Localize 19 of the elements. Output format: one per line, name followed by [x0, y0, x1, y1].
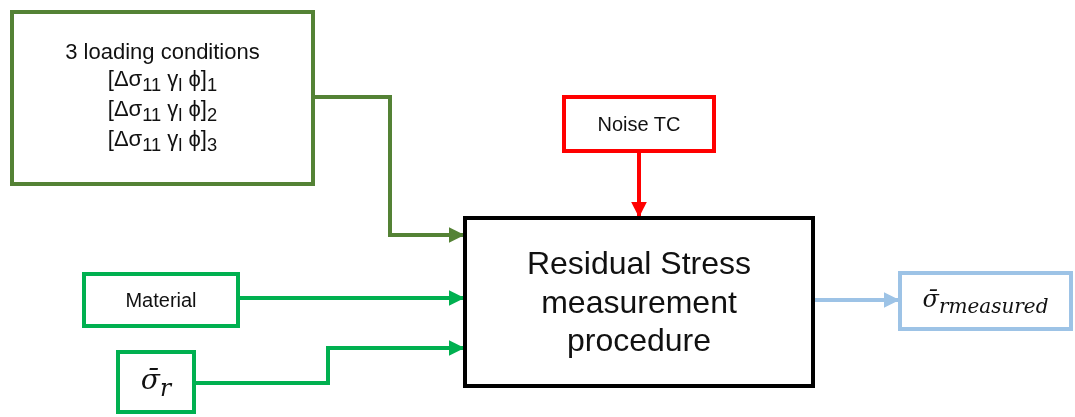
input-box — [10, 10, 315, 186]
arrow — [240, 290, 465, 306]
input-box — [116, 350, 196, 414]
node-label: 3 loading conditions — [65, 39, 260, 66]
input-box — [562, 95, 716, 153]
loading-condition: [Δσ$_{11}$ γ$_{l}$ ϕ]$_{1}$ — [107, 65, 218, 96]
output-box — [898, 271, 1073, 331]
math-symbol: σ̄$_{r}$ — [140, 362, 172, 402]
loading-condition: [Δσ$_{11}$ γ$_{l}$ ϕ]$_{2}$ — [107, 96, 218, 127]
node-label: Material — [125, 288, 197, 312]
arrow — [196, 340, 465, 385]
node-label: Residual Stress measurement procedure — [525, 244, 753, 360]
input-box — [82, 272, 240, 328]
process-box — [463, 216, 815, 388]
arrow — [631, 153, 647, 218]
loading-condition: [Δσ$_{11}$ γ$_{l}$ ϕ]$_{3}$ — [107, 126, 218, 157]
node-label: Noise TC — [597, 112, 681, 136]
arrow — [315, 95, 465, 243]
arrow — [815, 292, 900, 308]
